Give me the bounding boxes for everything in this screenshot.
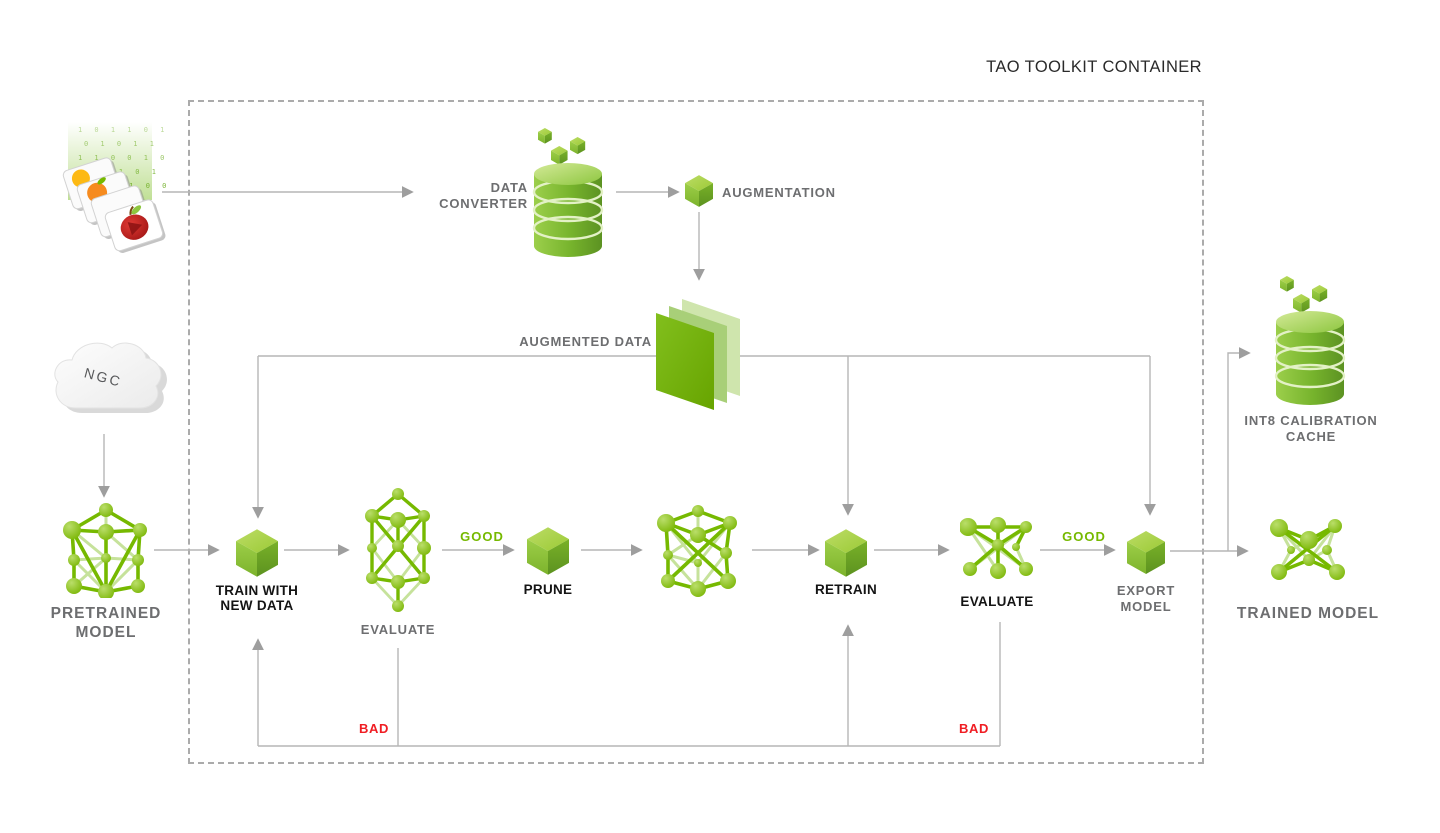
evaluate-1-label: EVALUATE bbox=[360, 622, 436, 637]
bad-1-label: BAD bbox=[359, 721, 389, 736]
cloud-icon: NGC bbox=[54, 342, 167, 413]
tao-container-border bbox=[188, 100, 1204, 764]
svg-text:0 0 1 0 1 1: 0 0 1 0 1 1 bbox=[86, 168, 166, 176]
neural-network-icon bbox=[1269, 517, 1347, 582]
export-model-label: EXPORT MODEL bbox=[1116, 583, 1176, 614]
diagram-title: TAO TOOLKIT CONTAINER bbox=[986, 58, 1202, 76]
database-icon bbox=[1272, 276, 1348, 408]
pretrained-model-label: PRETRAINED MODEL bbox=[50, 605, 162, 641]
data-converter-label: DATA CONVERTER bbox=[439, 180, 528, 211]
svg-text:1 1 0 0 1 0 1: 1 1 0 0 1 0 1 bbox=[78, 154, 166, 162]
augmentation-label: AUGMENTATION bbox=[722, 185, 836, 200]
neural-network-icon bbox=[61, 502, 149, 598]
trained-model-label: TRAINED MODEL bbox=[1236, 605, 1380, 622]
prune-label: PRUNE bbox=[523, 582, 573, 597]
retrain-label: RETRAIN bbox=[814, 582, 878, 597]
good-2-label: GOOD bbox=[1062, 529, 1106, 544]
int8-calibration-cache-label: INT8 CALIBRATION CACHE bbox=[1244, 413, 1378, 444]
evaluate-2-label: EVALUATE bbox=[960, 594, 1034, 609]
augmented-data-label: AUGMENTED DATA bbox=[519, 334, 652, 349]
svg-text:1 0 1 1 0 1 0: 1 0 1 1 0 1 0 bbox=[78, 126, 166, 134]
train-with-new-data-label: TRAIN WITH NEW DATA bbox=[215, 583, 299, 613]
svg-text:1 0 1 1 0 0 1: 1 0 1 1 0 0 1 bbox=[80, 182, 166, 190]
good-1-label: GOOD bbox=[460, 529, 504, 544]
svg-text:0 1 0 1 1 0: 0 1 0 1 1 0 bbox=[84, 140, 166, 148]
image-stack-icon: 1 0 1 1 0 1 0 0 1 0 1 1 0 1 1 0 0 1 0 1 … bbox=[62, 122, 166, 253]
ngc-label: NGC bbox=[83, 364, 124, 389]
bad-2-label: BAD bbox=[959, 721, 989, 736]
